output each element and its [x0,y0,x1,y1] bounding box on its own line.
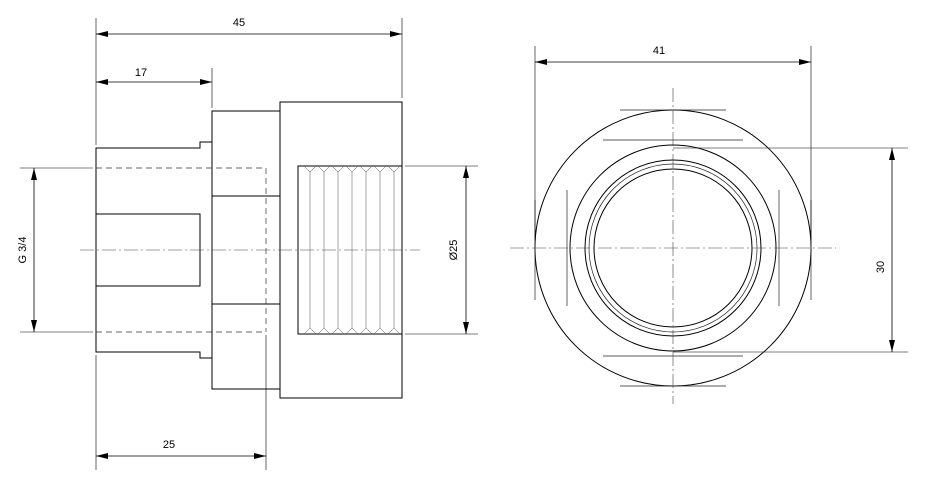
front-extension-lines [534,46,908,353]
dim-label-bore-diameter: Ø25 [448,240,460,261]
dim-flat-width: 30 [875,148,895,352]
dim-inner-length: 25 [96,439,266,459]
dim-front-diameter: 41 [535,45,811,65]
dim-label-shoulder-length: 17 [135,67,147,79]
dim-label-inner-length: 25 [163,439,175,451]
dim-label-flat-width: 30 [875,261,887,273]
dim-label-front-diameter: 41 [653,45,665,57]
thread-crest [331,165,345,335]
side-view [80,101,420,399]
dim-thread-size: G 3/4 [17,168,37,332]
dim-label-overall-length: 45 [233,17,245,29]
dim-label-thread-size: G 3/4 [17,237,29,264]
side-extension-lines [20,18,478,470]
front-view [510,88,836,404]
dim-shoulder-length: 17 [96,67,212,85]
dim-bore-diameter: Ø25 [448,166,469,334]
dim-overall-length: 45 [96,17,402,37]
side-view-outline [95,101,403,399]
